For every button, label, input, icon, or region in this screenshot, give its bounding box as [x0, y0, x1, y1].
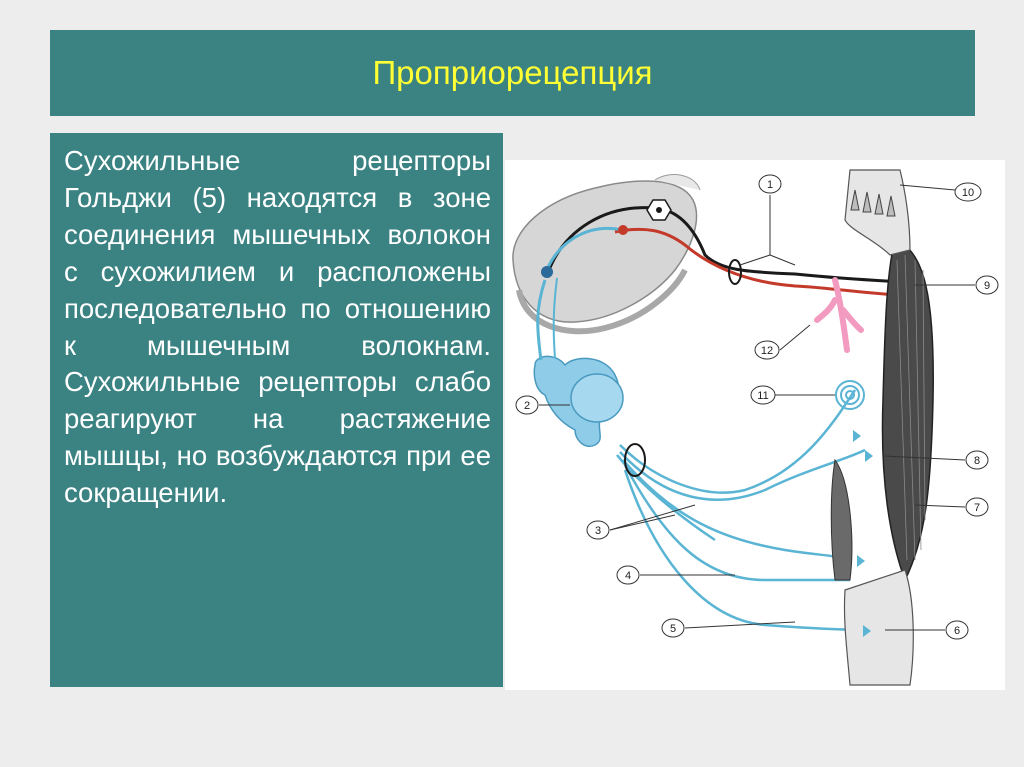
spinal-cord-section	[513, 175, 700, 332]
spiral-receptor-icon	[836, 381, 864, 409]
reflex-arc-diagram: 1 2 3 4 5 6 7 8 9 10 11 12	[505, 160, 1005, 690]
slide-title: Проприорецепция	[372, 54, 652, 92]
svg-text:12: 12	[761, 345, 773, 357]
label-4: 4	[617, 566, 639, 584]
label-11: 11	[751, 386, 775, 404]
label-1: 1	[759, 175, 781, 193]
svg-text:6: 6	[954, 625, 960, 637]
slide-body-text: Сухожильные рецепторы Гольджи (5) находя…	[64, 143, 491, 512]
label-3: 3	[587, 521, 609, 539]
svg-text:2: 2	[524, 400, 530, 412]
red-neuron-icon	[618, 225, 628, 235]
tendon-bottom	[844, 570, 913, 685]
svg-text:11: 11	[757, 390, 768, 402]
reflex-arc-svg: 1 2 3 4 5 6 7 8 9 10 11 12	[505, 160, 1005, 690]
label-9: 9	[976, 276, 998, 294]
svg-text:7: 7	[974, 502, 980, 514]
text-box: Сухожильные рецепторы Гольджи (5) находя…	[50, 133, 503, 687]
title-bar: Проприорецепция	[50, 30, 975, 116]
svg-text:8: 8	[974, 455, 980, 467]
blue-neuron-icon	[541, 266, 553, 278]
svg-text:4: 4	[625, 570, 631, 582]
label-5: 5	[662, 619, 684, 637]
label-12: 12	[755, 341, 779, 359]
muscle-belly	[882, 240, 933, 580]
label-2: 2	[516, 396, 538, 414]
svg-text:1: 1	[767, 179, 773, 191]
svg-text:9: 9	[984, 280, 990, 292]
svg-text:3: 3	[595, 525, 601, 537]
svg-text:5: 5	[670, 623, 676, 635]
label-7: 7	[966, 498, 988, 516]
neuron-body-icon	[647, 200, 671, 220]
label-6: 6	[946, 621, 968, 639]
label-8: 8	[966, 451, 988, 469]
svg-text:10: 10	[962, 187, 974, 199]
label-10: 10	[955, 183, 981, 201]
